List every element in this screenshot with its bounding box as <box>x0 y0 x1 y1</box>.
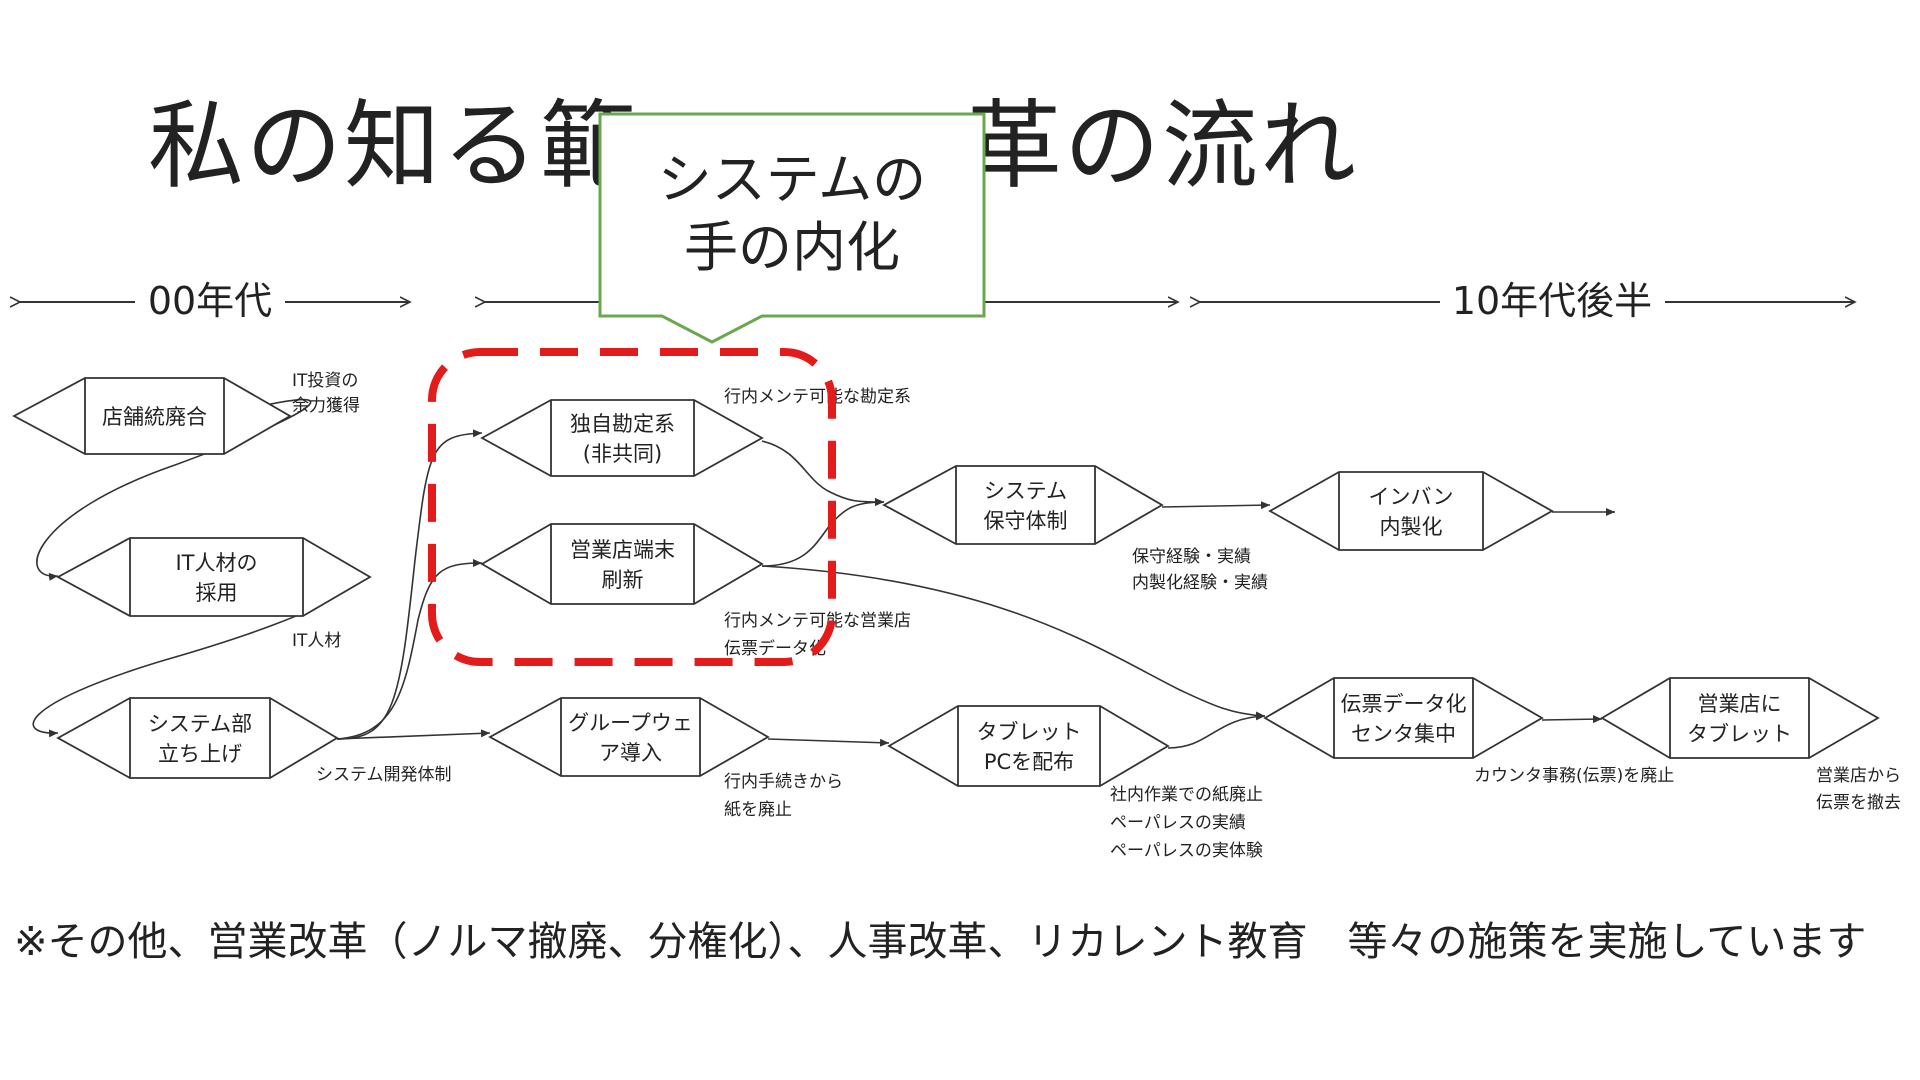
node-label: インバン <box>1368 485 1453 509</box>
annotation-kaihatsu: システム開発体制 <box>316 765 452 785</box>
node-label: ア導入 <box>599 741 662 765</box>
node-label: 内製化 <box>1380 515 1443 539</box>
connector-groupware-to-tablet <box>767 738 890 747</box>
annotation-it-jinzai: IT人材 <box>292 631 341 651</box>
connector-hoshu-to-inban <box>1161 501 1271 510</box>
node-label: センタ集中 <box>1351 722 1456 746</box>
node-label: 保守体制 <box>984 509 1068 533</box>
node-label: PCを配布 <box>984 750 1074 774</box>
callout-line-1: システムの <box>657 148 927 211</box>
connector-denpyo-to-eigyo-tablet <box>1541 715 1603 724</box>
annotation-line: 行内メンテ可能な営業店 <box>724 611 911 631</box>
connector-eigyoten-to-hoshu <box>761 498 885 567</box>
era-label-late-10s: 10年代後半 <box>1452 279 1652 323</box>
node-label: 採用 <box>196 581 238 605</box>
callout-line-2: 手の内化 <box>684 216 900 279</box>
annotations: IT投資の余力獲得IT人材システム開発体制行内メンテ可能な勘定系行内メンテ可能な… <box>292 371 1901 861</box>
connector-systembu-to-eigyoten <box>336 559 483 740</box>
annotation-line: 伝票データ化 <box>724 638 826 659</box>
node-label: 独自勘定系 <box>570 412 675 436</box>
node-label: 店舗統廃合 <box>102 405 207 429</box>
annotation-line: 行内メンテ可能な勘定系 <box>724 387 911 407</box>
annotation-line: ペーパレスの実績 <box>1110 813 1246 833</box>
node-shape <box>887 705 1170 787</box>
highlight-box <box>428 348 836 666</box>
annotation-line: 行内手続きから <box>724 772 843 792</box>
node-label: タブレット <box>977 720 1082 744</box>
annotation-counter: カウンタ事務(伝票)を廃止 <box>1474 766 1674 786</box>
node-label: システム部 <box>148 712 252 736</box>
node-tenpo: 店舗統廃合 <box>12 377 292 455</box>
annotation-line: 紙を廃止 <box>724 800 792 820</box>
connector-eigyoten-to-denpyo <box>761 565 1266 720</box>
node-label: 立ち上げ <box>158 742 242 766</box>
node-label: 営業店端末 <box>570 538 675 562</box>
annotation-line: IT投資の <box>292 371 358 391</box>
connector-tablet-to-denpyo <box>1167 712 1266 749</box>
annotation-line: ペーパレスの実体験 <box>1110 841 1263 861</box>
node-shape <box>1600 677 1880 759</box>
annotation-line: 保守経験・実績 <box>1132 547 1251 567</box>
node-shape <box>56 697 339 779</box>
annotation-line: 余力獲得 <box>292 396 360 416</box>
node-label: (非共同) <box>583 442 662 466</box>
node-shape <box>1263 677 1544 759</box>
node-label: IT人材の <box>175 551 257 575</box>
annotation-line: 営業店から <box>1816 766 1901 786</box>
annotation-line: システム開発体制 <box>316 765 452 785</box>
connector-tenpo-to-itjinzai <box>36 398 312 581</box>
annotation-kanjo: 行内メンテ可能な勘定系 <box>724 387 911 407</box>
annotation-line: カウンタ事務(伝票)を廃止 <box>1474 766 1674 786</box>
connector-dokuji-to-hoshu <box>761 440 885 506</box>
annotation-line: 社内作業での紙廃止 <box>1110 785 1263 805</box>
footnote: ※その他、営業改革（ノルマ撤廃、分権化）、人事改革、リカレント教育 等々の施策を… <box>14 919 1867 965</box>
annotation-line: 内製化経験・実績 <box>1132 573 1268 593</box>
node-label: タブレット <box>1687 722 1792 746</box>
node-label: グループウェ <box>568 711 693 735</box>
node-label: システム <box>984 479 1067 503</box>
node-label: 伝票データ化 <box>1341 692 1467 716</box>
annotation-line: 伝票を撤去 <box>1816 793 1901 813</box>
page-title: 私の知る範革の流れ <box>148 98 1358 194</box>
callout-text: システムの 手の内化 <box>602 146 982 282</box>
node-tablet-pc: タブレット PCを配布 <box>887 705 1170 787</box>
title-part-1: 私の知る範 <box>148 90 638 202</box>
era-label-00s: 00年代 <box>148 279 272 323</box>
node-label: 刷新 <box>602 568 644 592</box>
connector-systembu-to-groupware <box>336 729 491 740</box>
connector-systembu-to-dokuji <box>336 429 483 740</box>
callout-bubble <box>598 112 986 344</box>
node-dokuji: 独自勘定系 (非共同) <box>480 399 764 477</box>
node-shape <box>480 523 764 605</box>
era-timeline: 00年代 10年代後半 <box>20 279 1855 323</box>
annotation-line: IT人材 <box>292 631 341 651</box>
title-part-2: 革の流れ <box>966 90 1358 202</box>
node-label: 営業店に <box>1698 692 1782 716</box>
